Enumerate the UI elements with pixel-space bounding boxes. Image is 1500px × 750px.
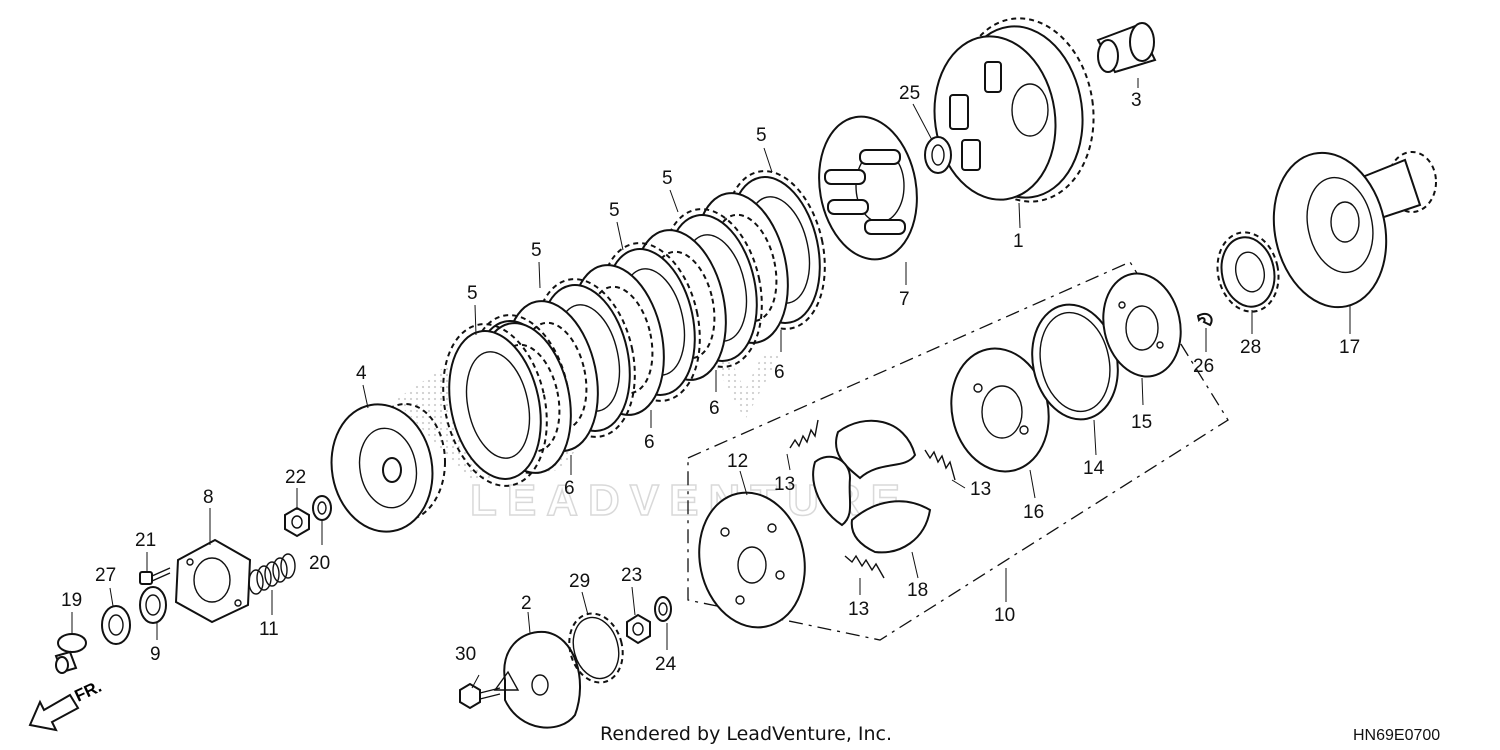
label-30: 30 — [455, 644, 476, 665]
part-clutch-outer[interactable] — [924, 9, 1105, 210]
label-14: 14 — [1083, 458, 1105, 479]
label-13: 13 — [970, 479, 991, 500]
label-13: 13 — [848, 599, 869, 620]
label-6: 6 — [774, 362, 785, 383]
label-5: 5 — [609, 200, 620, 221]
label-4: 4 — [356, 363, 367, 384]
part-spring-13[interactable] — [924, 449, 956, 481]
footer-credit: Rendered by LeadVenture, Inc. — [600, 723, 892, 745]
label-5: 5 — [662, 168, 673, 189]
front-indicator: FR. — [28, 677, 105, 732]
label-18: 18 — [907, 580, 928, 601]
front-label: FR. — [72, 677, 105, 706]
label-16: 16 — [1023, 502, 1044, 523]
label-8: 8 — [203, 487, 214, 508]
label-24: 24 — [655, 654, 677, 675]
part-spring-13[interactable] — [844, 554, 885, 579]
label-29: 29 — [569, 571, 590, 592]
label-10: 10 — [994, 605, 1015, 626]
label-3: 3 — [1131, 90, 1142, 111]
part-bolt-21[interactable] — [139, 567, 171, 585]
label-2: 2 — [521, 593, 532, 614]
label-19: 19 — [61, 590, 82, 611]
part-drive-plate-12[interactable] — [687, 483, 817, 638]
part-clutch-weights-18[interactable] — [812, 419, 932, 554]
label-5: 5 — [467, 283, 478, 304]
label-23: 23 — [621, 565, 642, 586]
label-28: 28 — [1240, 337, 1261, 358]
label-15: 15 — [1131, 412, 1152, 433]
part-cap-19[interactable] — [54, 633, 87, 674]
label-27: 27 — [95, 565, 116, 586]
part-bearing-9[interactable] — [139, 586, 167, 624]
label-22: 22 — [285, 467, 306, 488]
part-bolt-30[interactable] — [459, 682, 501, 710]
part-pressure-plate[interactable] — [322, 396, 446, 539]
part-washer-20[interactable] — [312, 495, 332, 521]
label-5: 5 — [531, 240, 542, 261]
friction-disc[interactable] — [429, 314, 561, 495]
clutch-disc-stack — [429, 170, 826, 495]
label-6: 6 — [564, 478, 575, 499]
part-plate-15[interactable] — [1094, 266, 1190, 384]
part-ring-14[interactable] — [1022, 297, 1128, 428]
label-21: 21 — [135, 530, 156, 551]
label-26: 26 — [1193, 356, 1214, 377]
part-bearing-27[interactable] — [101, 605, 131, 645]
label-17: 17 — [1339, 337, 1360, 358]
part-spring-13[interactable] — [789, 419, 819, 449]
label-1: 1 — [1013, 231, 1024, 252]
label-25: 25 — [899, 83, 920, 104]
label-13: 13 — [774, 474, 795, 495]
part-clutch-center[interactable] — [808, 109, 928, 267]
part-clip-26[interactable] — [1196, 312, 1213, 327]
part-collar[interactable] — [1096, 22, 1157, 74]
label-11: 11 — [259, 619, 279, 640]
part-washer-25[interactable] — [924, 136, 952, 174]
label-20: 20 — [309, 553, 330, 574]
part-holder-plate[interactable] — [174, 538, 252, 624]
part-spring-11[interactable] — [248, 553, 296, 595]
label-7: 7 — [899, 289, 910, 310]
part-nut-22[interactable] — [284, 506, 310, 538]
label-9: 9 — [150, 644, 161, 665]
part-washer-24[interactable] — [654, 596, 672, 622]
part-labels: 1 2 3 4 5 5 5 5 5 6 6 6 6 7 8 9 10 11 12… — [61, 83, 1360, 675]
part-cover-2[interactable] — [493, 630, 582, 729]
part-gasket-29[interactable] — [562, 607, 630, 688]
part-clutch-drum-17[interactable] — [1260, 142, 1437, 317]
diagram-code: HN69E0700 — [1353, 727, 1440, 744]
centrifugal-clutch-group-outline — [687, 261, 1229, 641]
front-arrow-icon — [28, 693, 80, 732]
leader-lines — [71, 78, 1351, 689]
part-one-way-bearing-28[interactable] — [1210, 227, 1285, 318]
part-nut-23[interactable] — [626, 613, 651, 645]
label-6: 6 — [644, 432, 655, 453]
label-6: 6 — [709, 398, 720, 419]
label-5: 5 — [756, 125, 767, 146]
label-12: 12 — [727, 451, 748, 472]
